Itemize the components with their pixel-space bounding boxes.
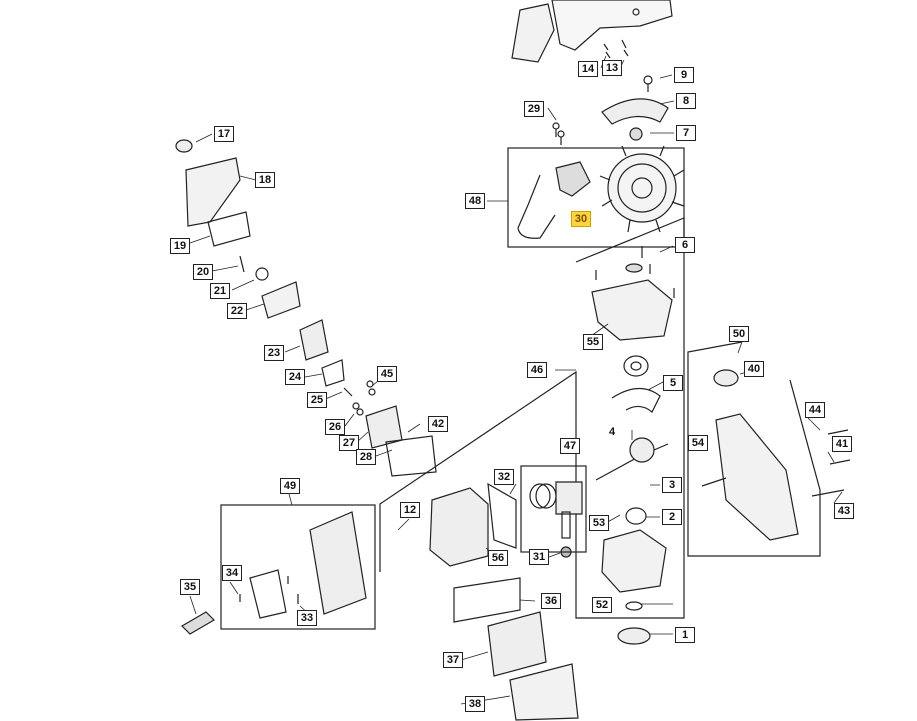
callout-13[interactable]: 13 [602,60,622,76]
callout-21[interactable]: 21 [210,283,230,299]
callout-53[interactable]: 53 [589,515,609,531]
callout-6[interactable]: 6 [675,237,695,253]
callout-14[interactable]: 14 [578,61,598,77]
callout-45[interactable]: 45 [377,366,397,382]
callout-31[interactable]: 31 [529,549,549,565]
callout-42[interactable]: 42 [428,416,448,432]
box-46-crankcase [379,217,685,619]
callout-30-highlighted[interactable]: 30 [571,211,591,227]
callout-17[interactable]: 17 [214,126,234,142]
callout-55[interactable]: 55 [583,334,603,350]
left-carburetor-parts [175,139,437,477]
callout-47[interactable]: 47 [560,438,580,454]
callout-1[interactable]: 1 [675,627,695,643]
callout-28[interactable]: 28 [356,449,376,465]
callout-8[interactable]: 8 [676,93,696,109]
callout-3[interactable]: 3 [662,477,682,493]
callout-56[interactable]: 56 [488,550,508,566]
screws-13-14 [603,39,629,59]
callout-20[interactable]: 20 [193,264,213,280]
callout-43[interactable]: 43 [834,503,854,519]
callout-50[interactable]: 50 [729,326,749,342]
callout-27[interactable]: 27 [339,435,359,451]
callout-38[interactable]: 38 [465,696,485,712]
callout-4: 4 [608,426,616,438]
callout-12[interactable]: 12 [400,502,420,518]
box-49-shroud [220,504,376,630]
callout-25[interactable]: 25 [307,392,327,408]
callout-18[interactable]: 18 [255,172,275,188]
callout-24[interactable]: 24 [285,369,305,385]
callout-32[interactable]: 32 [494,469,514,485]
callout-41[interactable]: 41 [832,436,852,452]
callout-52[interactable]: 52 [592,597,612,613]
spark-plug-35 [181,611,215,635]
callout-23[interactable]: 23 [264,345,284,361]
callout-35[interactable]: 35 [180,579,200,595]
callout-9[interactable]: 9 [674,67,694,83]
callout-36[interactable]: 36 [541,593,561,609]
fan-cover-part [552,75,669,145]
callout-7[interactable]: 7 [676,125,696,141]
callout-37[interactable]: 37 [443,652,463,668]
callout-54[interactable]: 54 [688,435,708,451]
muffler-parts [453,577,651,721]
callout-22[interactable]: 22 [227,303,247,319]
callout-5[interactable]: 5 [663,375,683,391]
callout-29[interactable]: 29 [524,101,544,117]
callout-19[interactable]: 19 [170,238,190,254]
callout-34[interactable]: 34 [222,565,242,581]
box-47-piston [520,465,587,553]
right-fasteners [811,429,851,497]
callout-33[interactable]: 33 [297,610,317,626]
box-48-ignition [507,145,685,248]
callout-48[interactable]: 48 [465,193,485,209]
engine-top-cover-part [511,0,673,63]
callout-40[interactable]: 40 [744,361,764,377]
callout-49[interactable]: 49 [280,478,300,494]
callout-26[interactable]: 26 [325,419,345,435]
callout-44[interactable]: 44 [805,402,825,418]
callout-46[interactable]: 46 [527,362,547,378]
callout-2[interactable]: 2 [662,509,682,525]
box-50-gear-housing [687,341,821,557]
